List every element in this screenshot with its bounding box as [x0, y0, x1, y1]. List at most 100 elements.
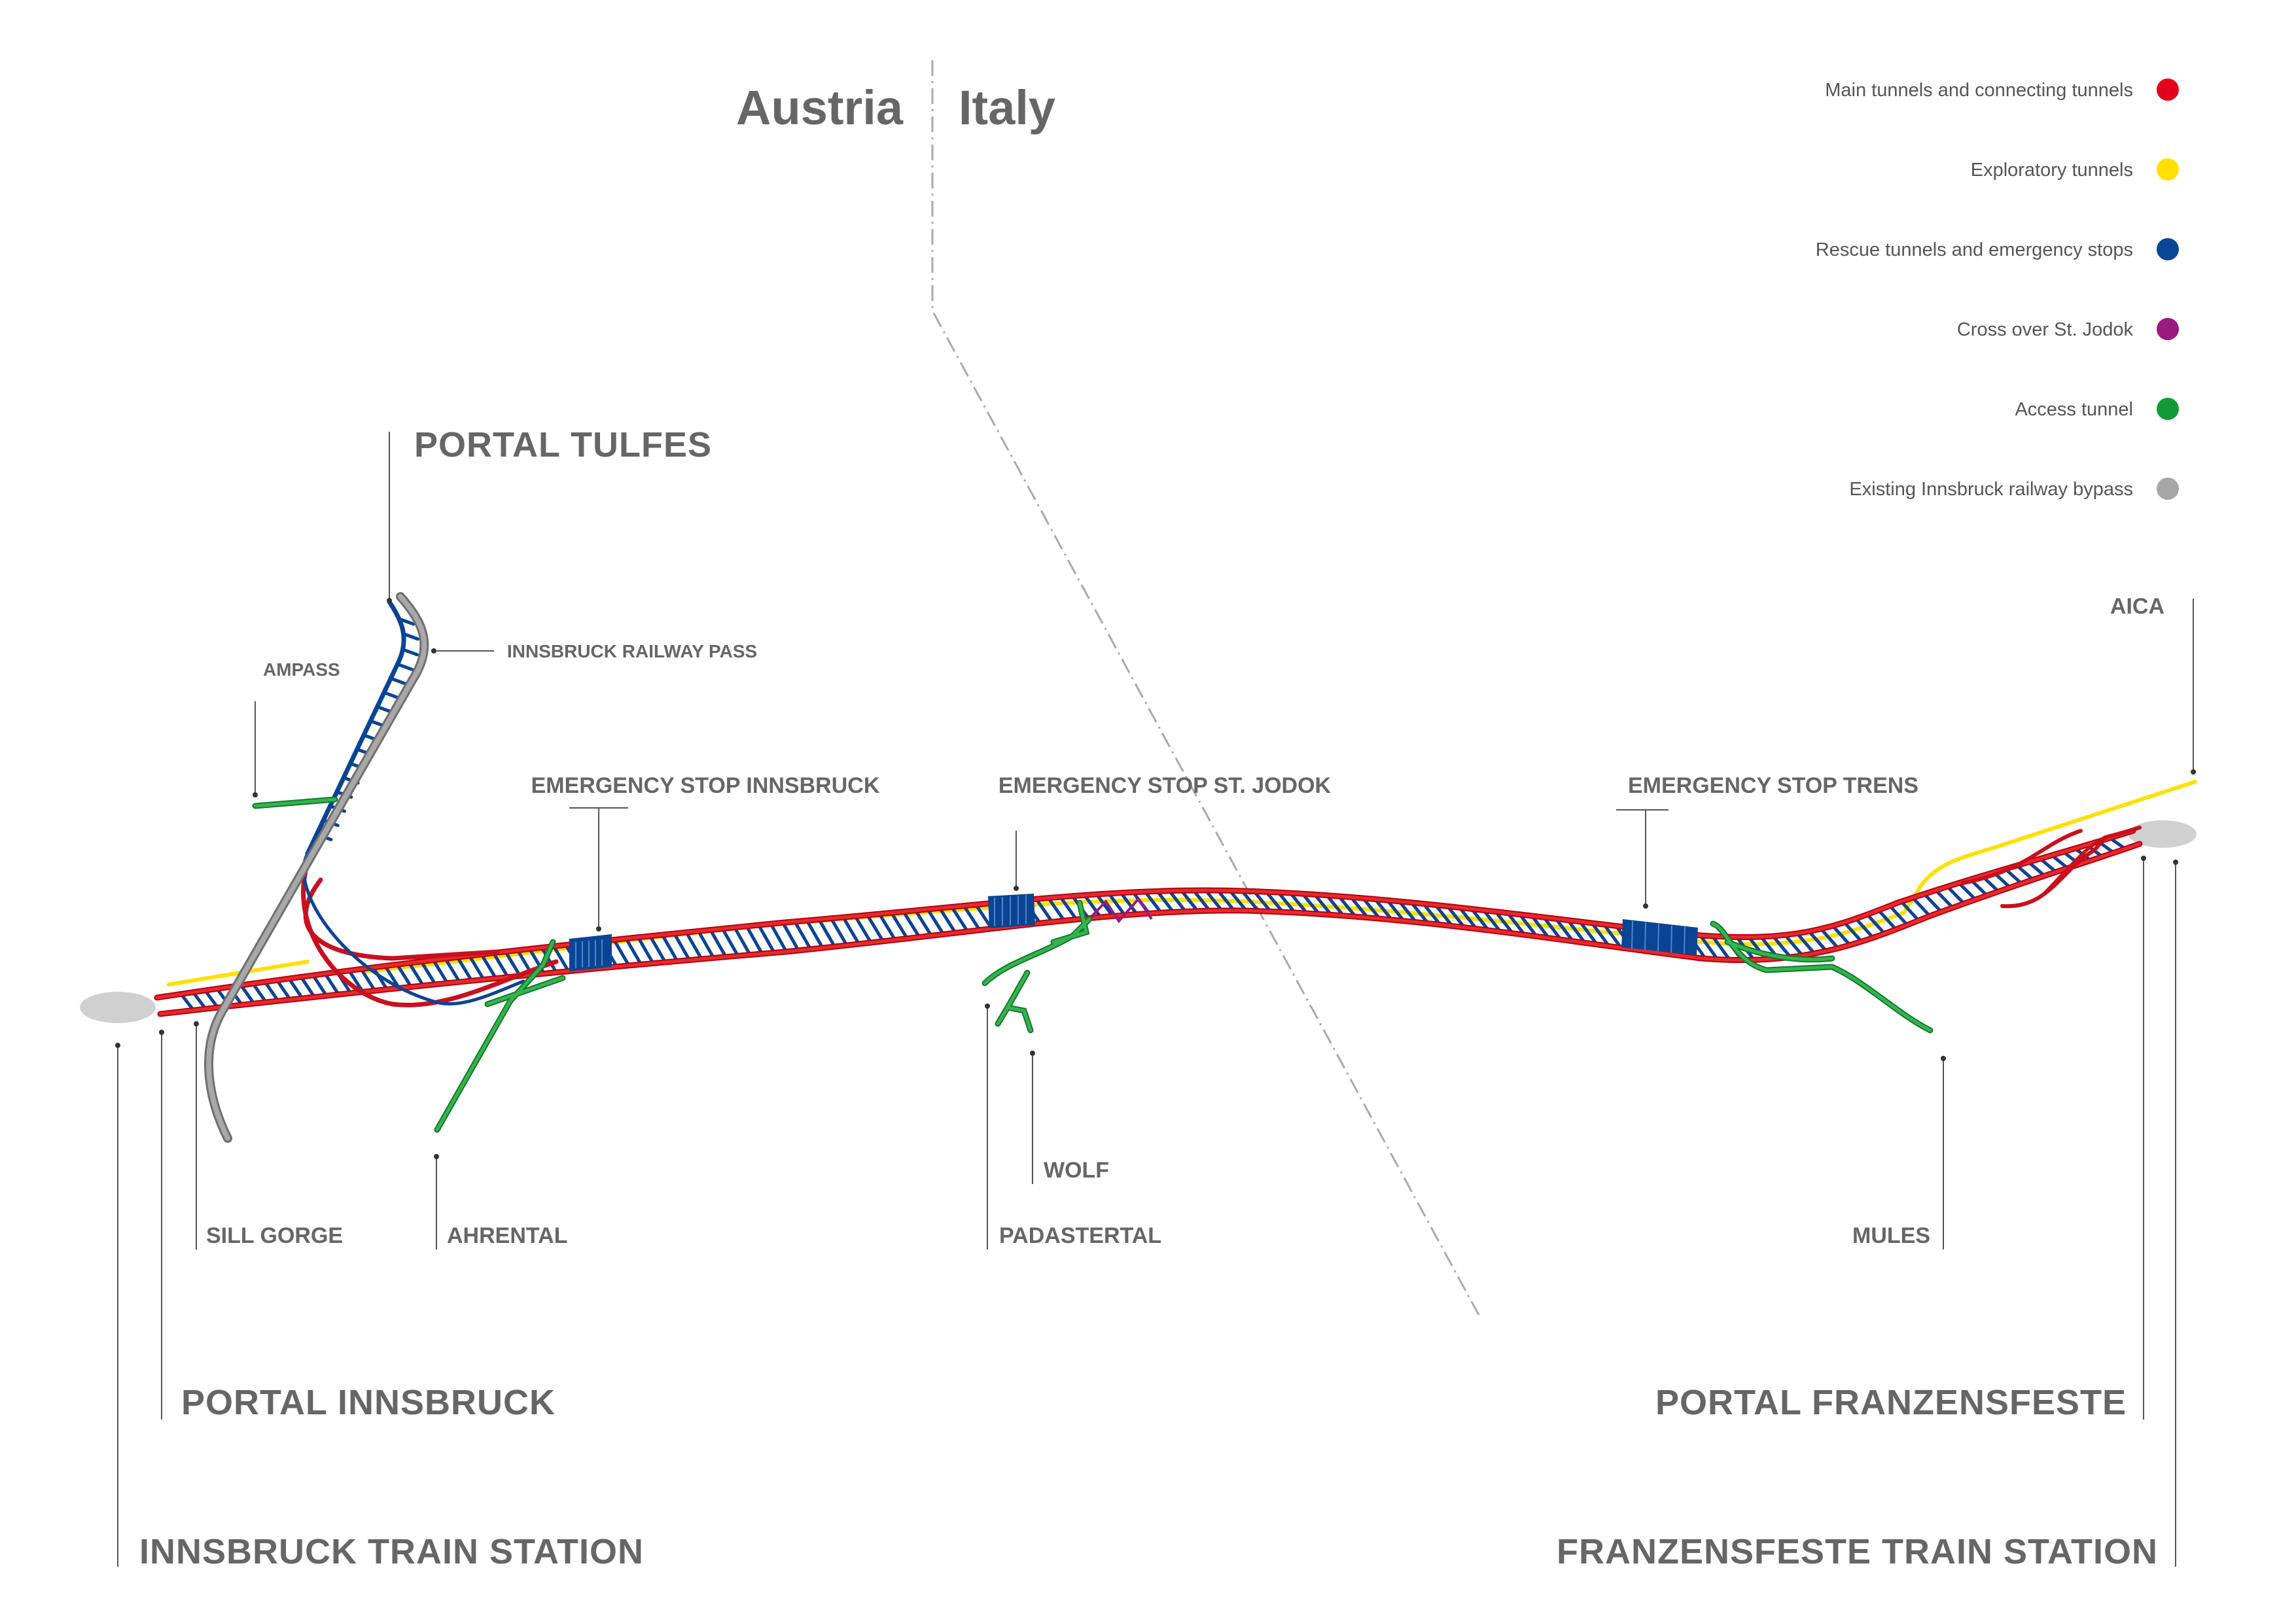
- legend-swatch-access: [2157, 398, 2179, 420]
- cross-passage: [1831, 924, 1852, 947]
- label-padastertal: PADASTERTAL: [999, 1223, 1161, 1248]
- cross-passage: [745, 924, 764, 956]
- label-wolf: WOLF: [1044, 1158, 1109, 1183]
- cross-passage: [1095, 892, 1114, 918]
- cross-passage: [1398, 899, 1418, 924]
- legend-label-access: Access tunnel: [2015, 399, 2133, 420]
- cross-passage: [347, 969, 364, 994]
- label-sill-gorge: SILL GORGE: [206, 1223, 343, 1248]
- cross-passage: [1888, 904, 1909, 927]
- cross-passage: [926, 907, 945, 936]
- cross-passage: [889, 911, 909, 941]
- cross-passage: [2015, 864, 2035, 882]
- cross-passage: [696, 929, 716, 960]
- cross-passage: [769, 922, 788, 954]
- cross-passage: [1458, 905, 1478, 931]
- cross-passage: [781, 920, 800, 952]
- cross-passage: [323, 971, 340, 996]
- cross-passage: [1434, 903, 1454, 928]
- cross-passage: [1957, 881, 1977, 901]
- innsbruck-rescue-branch: [302, 599, 525, 1006]
- label-innsbruck-train-station: INNSBRUCK TRAIN STATION: [139, 1532, 644, 1571]
- cross-passage: [251, 982, 268, 1004]
- cross-passage: [1349, 895, 1369, 920]
- cross-passage: [1240, 889, 1260, 913]
- cross-passage: [263, 980, 280, 1003]
- cross-passage: [1301, 892, 1321, 916]
- cross-passage: [1566, 918, 1587, 945]
- cross-passage: [1421, 901, 1442, 927]
- cross-passage: [624, 937, 643, 966]
- legend-label-cross-over: Cross over St. Jodok: [1957, 319, 2134, 340]
- cross-passage: [419, 960, 437, 986]
- cross-passage: [311, 973, 328, 998]
- label-ampass: AMPASS: [263, 659, 340, 680]
- cross-passage: [974, 903, 994, 931]
- cross-over-st-jodok: [1085, 896, 1153, 924]
- label-aica: AICA: [2110, 594, 2164, 619]
- cross-passage: [1865, 913, 1886, 935]
- access-tunnels: [252, 796, 1934, 1133]
- label-emergency-stop-innsbruck: EMERGENCY STOP INNSBRUCK: [531, 773, 880, 798]
- cross-passage: [1911, 896, 1932, 918]
- cross-passage: [1252, 890, 1273, 913]
- cross-passage: [1325, 894, 1345, 918]
- emergency-stop-trens-shape: [1621, 919, 1698, 955]
- cross-passage: [1192, 888, 1212, 913]
- cross-passage: [1216, 888, 1236, 913]
- cross-passage: [829, 916, 849, 947]
- emergency-stop-innsbruck-shape: [569, 934, 612, 971]
- cross-passage: [455, 955, 474, 983]
- cross-passage: [1899, 899, 1920, 922]
- cross-passage: [444, 956, 461, 984]
- cross-passage: [1107, 892, 1127, 917]
- cross-passage: [962, 904, 981, 932]
- cross-passage: [1783, 933, 1805, 958]
- cross-passage: [950, 905, 970, 934]
- cross-passage: [612, 938, 631, 968]
- cross-passage: [1506, 911, 1527, 937]
- cross-passage: [1807, 930, 1828, 953]
- cross-passage: [239, 983, 256, 1005]
- cross-passage: [359, 967, 377, 992]
- cross-passage: [853, 915, 873, 945]
- cross-passage: [382, 691, 400, 700]
- legend-swatch-bypass: [2157, 478, 2179, 500]
- emergency-stop-st-jodok-shape: [988, 894, 1035, 928]
- legend-swatch-rescue: [2157, 238, 2179, 260]
- cross-passage: [1445, 904, 1466, 930]
- cross-passage: [1264, 890, 1284, 914]
- cross-passage: [793, 920, 813, 951]
- label-portal-franzensfeste: PORTAL FRANZENSFESTE: [1655, 1383, 2127, 1422]
- cross-passage: [552, 945, 571, 973]
- cross-passage: [540, 946, 558, 974]
- cross-passage: [1034, 897, 1054, 924]
- cross-passage: [1542, 915, 1563, 941]
- cross-passage: [709, 928, 728, 959]
- cross-passage: [673, 932, 692, 962]
- cross-passage: [431, 958, 450, 985]
- legend-label-main-tunnels: Main tunnels and connecting tunnels: [1825, 80, 2133, 101]
- cross-passage: [1409, 901, 1430, 926]
- legend-swatch-main-tunnels: [2157, 79, 2179, 101]
- cross-passage: [1819, 927, 1840, 950]
- legend-swatch-exploratory: [2157, 158, 2179, 181]
- cross-passage: [1945, 884, 1966, 905]
- cross-passage: [841, 915, 861, 946]
- cross-passage: [720, 927, 740, 958]
- cross-passage: [1795, 932, 1816, 955]
- cross-passage: [1771, 934, 1792, 959]
- leaders: [115, 432, 2196, 1567]
- label-innsbruck-railway-pass: INNSBRUCK RAILWAY PASS: [507, 641, 757, 661]
- cross-passage: [1934, 888, 1954, 909]
- cross-passage: [1530, 914, 1551, 940]
- cross-passage: [1922, 892, 1943, 914]
- cross-passage: [902, 910, 921, 939]
- cross-passage: [733, 926, 752, 956]
- cross-passage: [1180, 888, 1199, 913]
- cross-passage: [275, 978, 292, 1002]
- cross-passage: [660, 933, 679, 963]
- cross-passage: [407, 961, 425, 988]
- label-emergency-stop-st-jodok: EMERGENCY STOP ST. JODOK: [998, 773, 1332, 798]
- cross-passage: [1843, 920, 1863, 943]
